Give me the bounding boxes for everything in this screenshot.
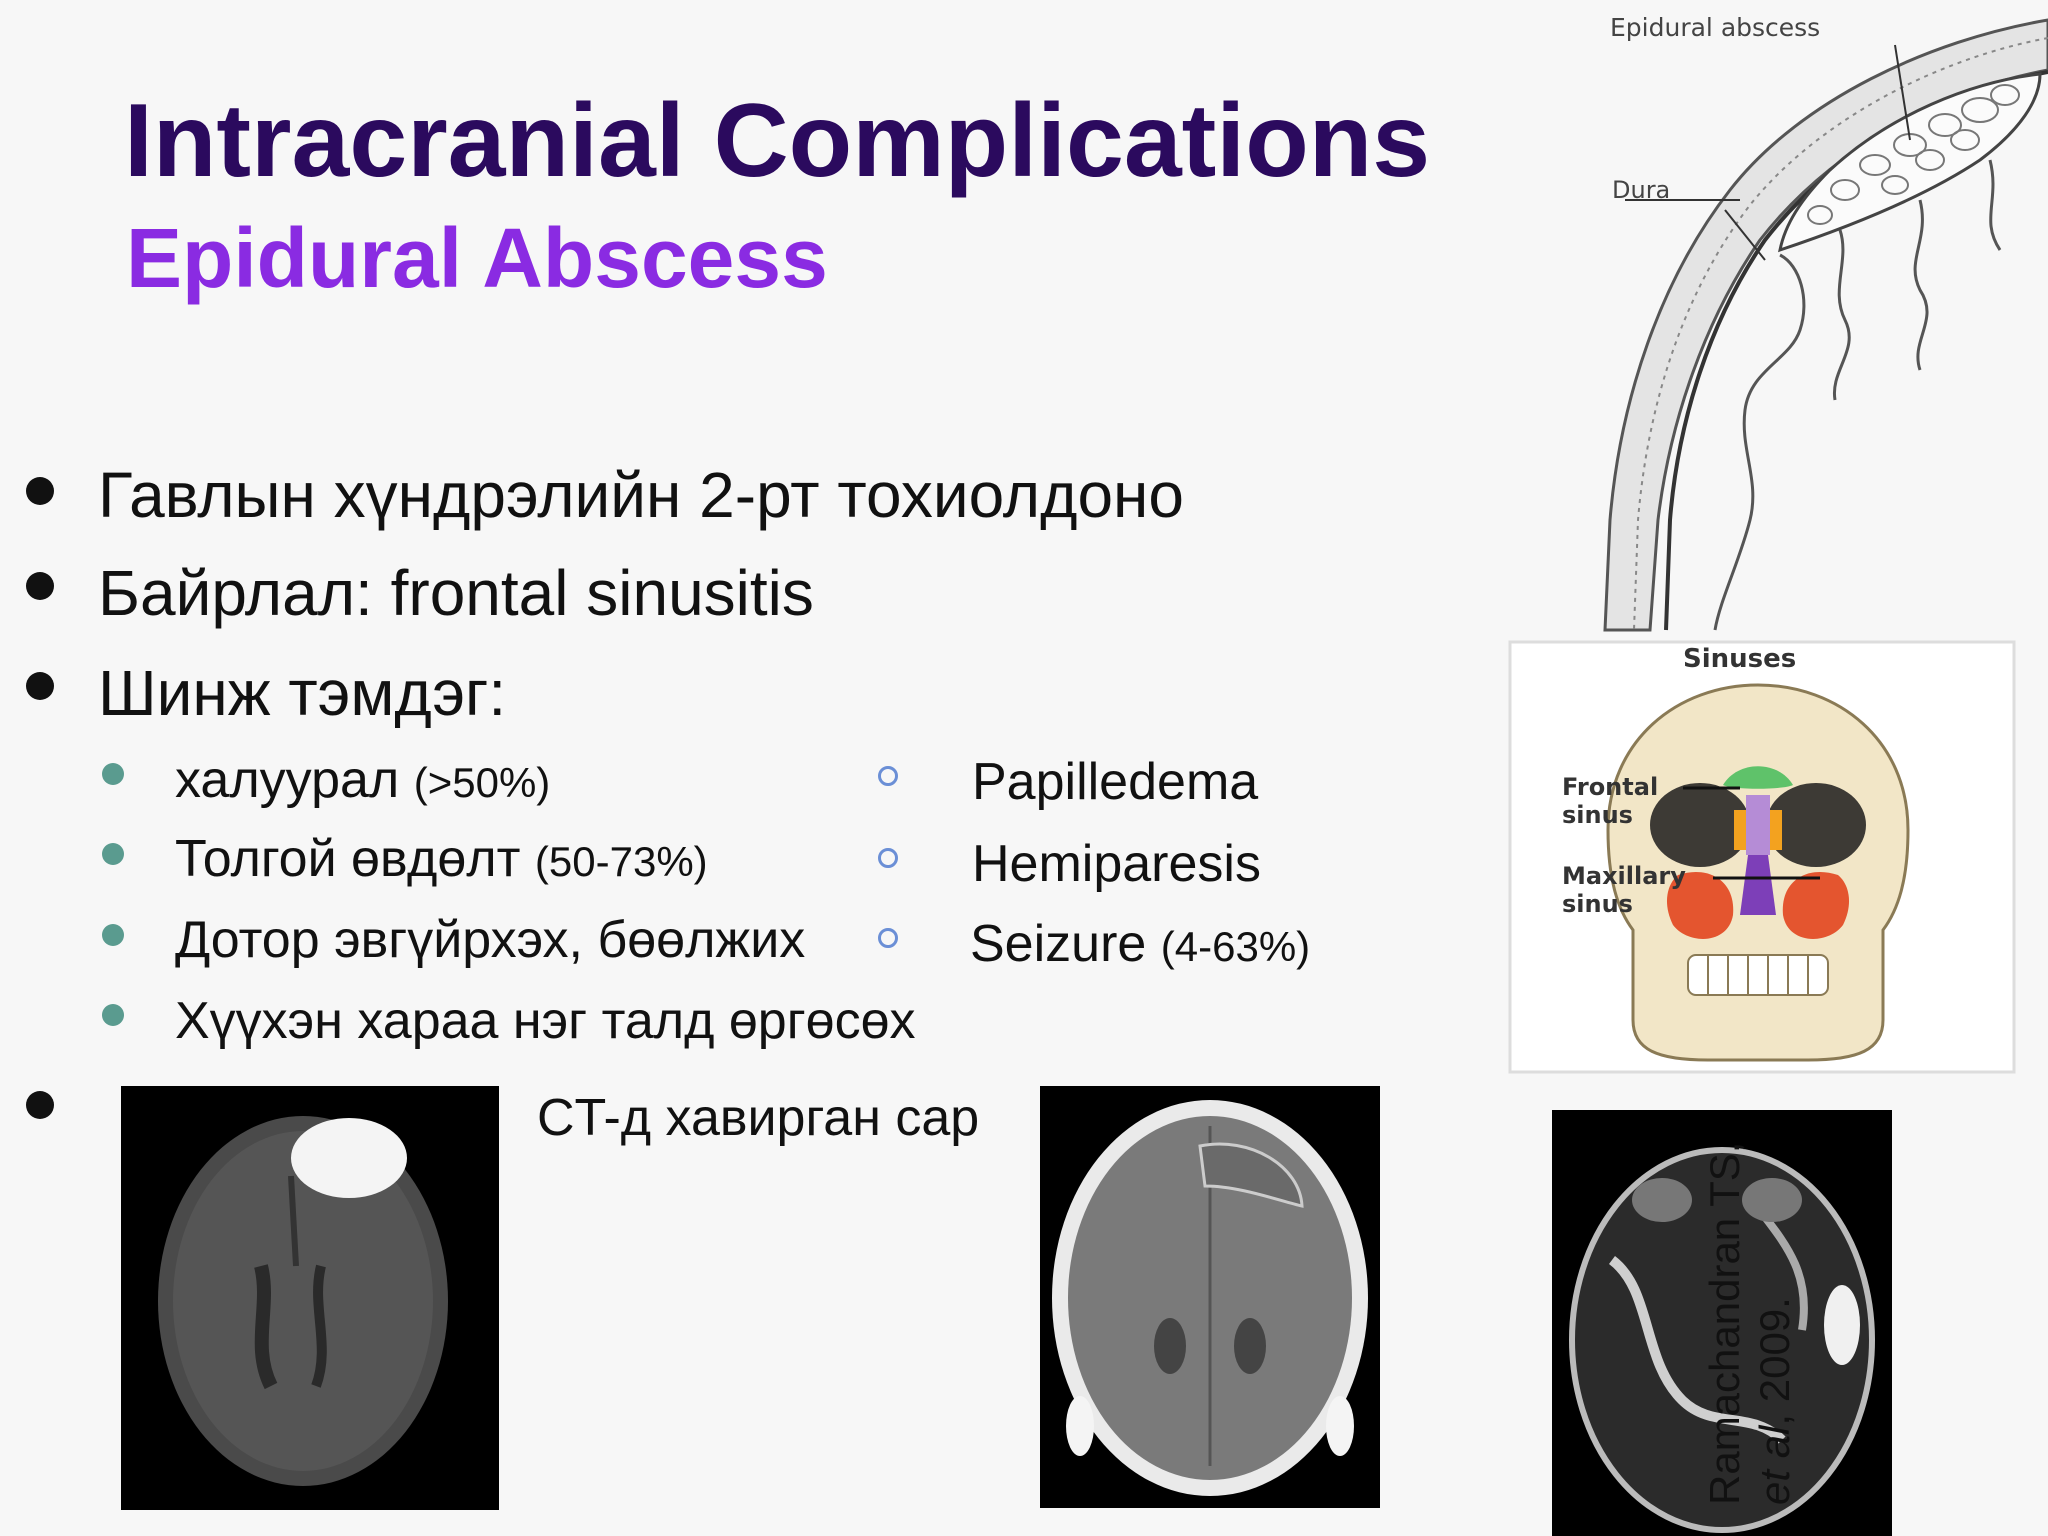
dura-label: Dura	[1612, 176, 1670, 204]
mri-t2-scan-image	[1552, 1110, 1892, 1536]
symptom-text: халуурал	[175, 751, 400, 809]
bullet-text: Байрлал: frontal sinusitis	[98, 557, 814, 629]
citation-line-2: et al, 2009.	[1750, 1142, 1800, 1505]
sub-bullet-dot	[102, 924, 124, 946]
citation-etal: et al	[1751, 1425, 1799, 1505]
sub-bullet-dot	[102, 843, 124, 865]
bullet-dot	[26, 1091, 54, 1119]
epidural-abscess-diagram: Dura Epidural abscess	[1500, 0, 2048, 640]
symptom-item: Дотор эвгүйрхэх, бөөлжих	[175, 910, 805, 970]
symptom-pct: (>50%)	[413, 759, 551, 806]
symptom-item: Papilledema	[972, 753, 1259, 811]
citation-line-1: Ramachandran TS,	[1701, 1141, 1748, 1505]
sinuses-diagram: Sinuses Frontal sinus Maxillary sinus	[1508, 640, 2016, 1074]
symptom-item: Хүүхэн хараа нэг талд өргөсөх	[175, 991, 916, 1051]
symptom-item: Толгой өвдөлт (50-73%)	[175, 829, 708, 889]
ct-scan-image	[1040, 1086, 1380, 1508]
symptom-pct: (4-63%)	[1160, 923, 1311, 970]
symptom-text: Seizure	[970, 915, 1147, 973]
ring-bullet	[878, 848, 898, 868]
maxillary-label-1: Maxillary	[1562, 862, 1686, 890]
sinuses-title: Sinuses	[1683, 644, 1796, 674]
citation: Ramachandran TS, et al, 2009.	[1700, 1142, 1801, 1505]
frontal-label-2: sinus	[1562, 801, 1633, 829]
sub-bullet-dot	[102, 763, 124, 785]
symptom-item: Seizure (4-63%)	[970, 914, 1310, 974]
symptom-text: Хүүхэн хараа нэг талд өргөсөх	[175, 992, 916, 1050]
bullet-text: Шинж тэмдэг:	[98, 657, 507, 729]
citation-year: , 2009.	[1751, 1297, 1799, 1426]
ring-bullet	[878, 928, 898, 948]
bullet-dot	[26, 572, 54, 600]
bullet-dot	[26, 672, 54, 700]
symptom-text: Дотор эвгүйрхэх, бөөлжих	[175, 911, 806, 969]
slide-subtitle: Epidural Abscess	[126, 211, 828, 305]
bullet-text: Гавлын хүндрэлийн 2-рт тохиолдоно	[98, 459, 1184, 531]
symptom-text: Толгой өвдөлт	[175, 830, 521, 888]
symptom-pct: (50-73%)	[534, 838, 708, 885]
ct-bullet-text: CT-д хавирган сар	[537, 1089, 980, 1147]
sub-bullet-dot	[102, 1004, 124, 1026]
symptom-item: халуурал (>50%)	[175, 750, 550, 810]
ring-bullet	[878, 766, 898, 786]
mri-scan-image	[121, 1086, 499, 1510]
maxillary-label-2: sinus	[1562, 890, 1633, 918]
bullet-dot	[26, 477, 54, 505]
symptom-item: Hemiparesis	[972, 835, 1261, 893]
epidural-label: Epidural abscess	[1610, 13, 1820, 42]
frontal-label-1: Frontal	[1562, 773, 1658, 801]
slide-title: Intracranial Complications	[124, 83, 1431, 199]
